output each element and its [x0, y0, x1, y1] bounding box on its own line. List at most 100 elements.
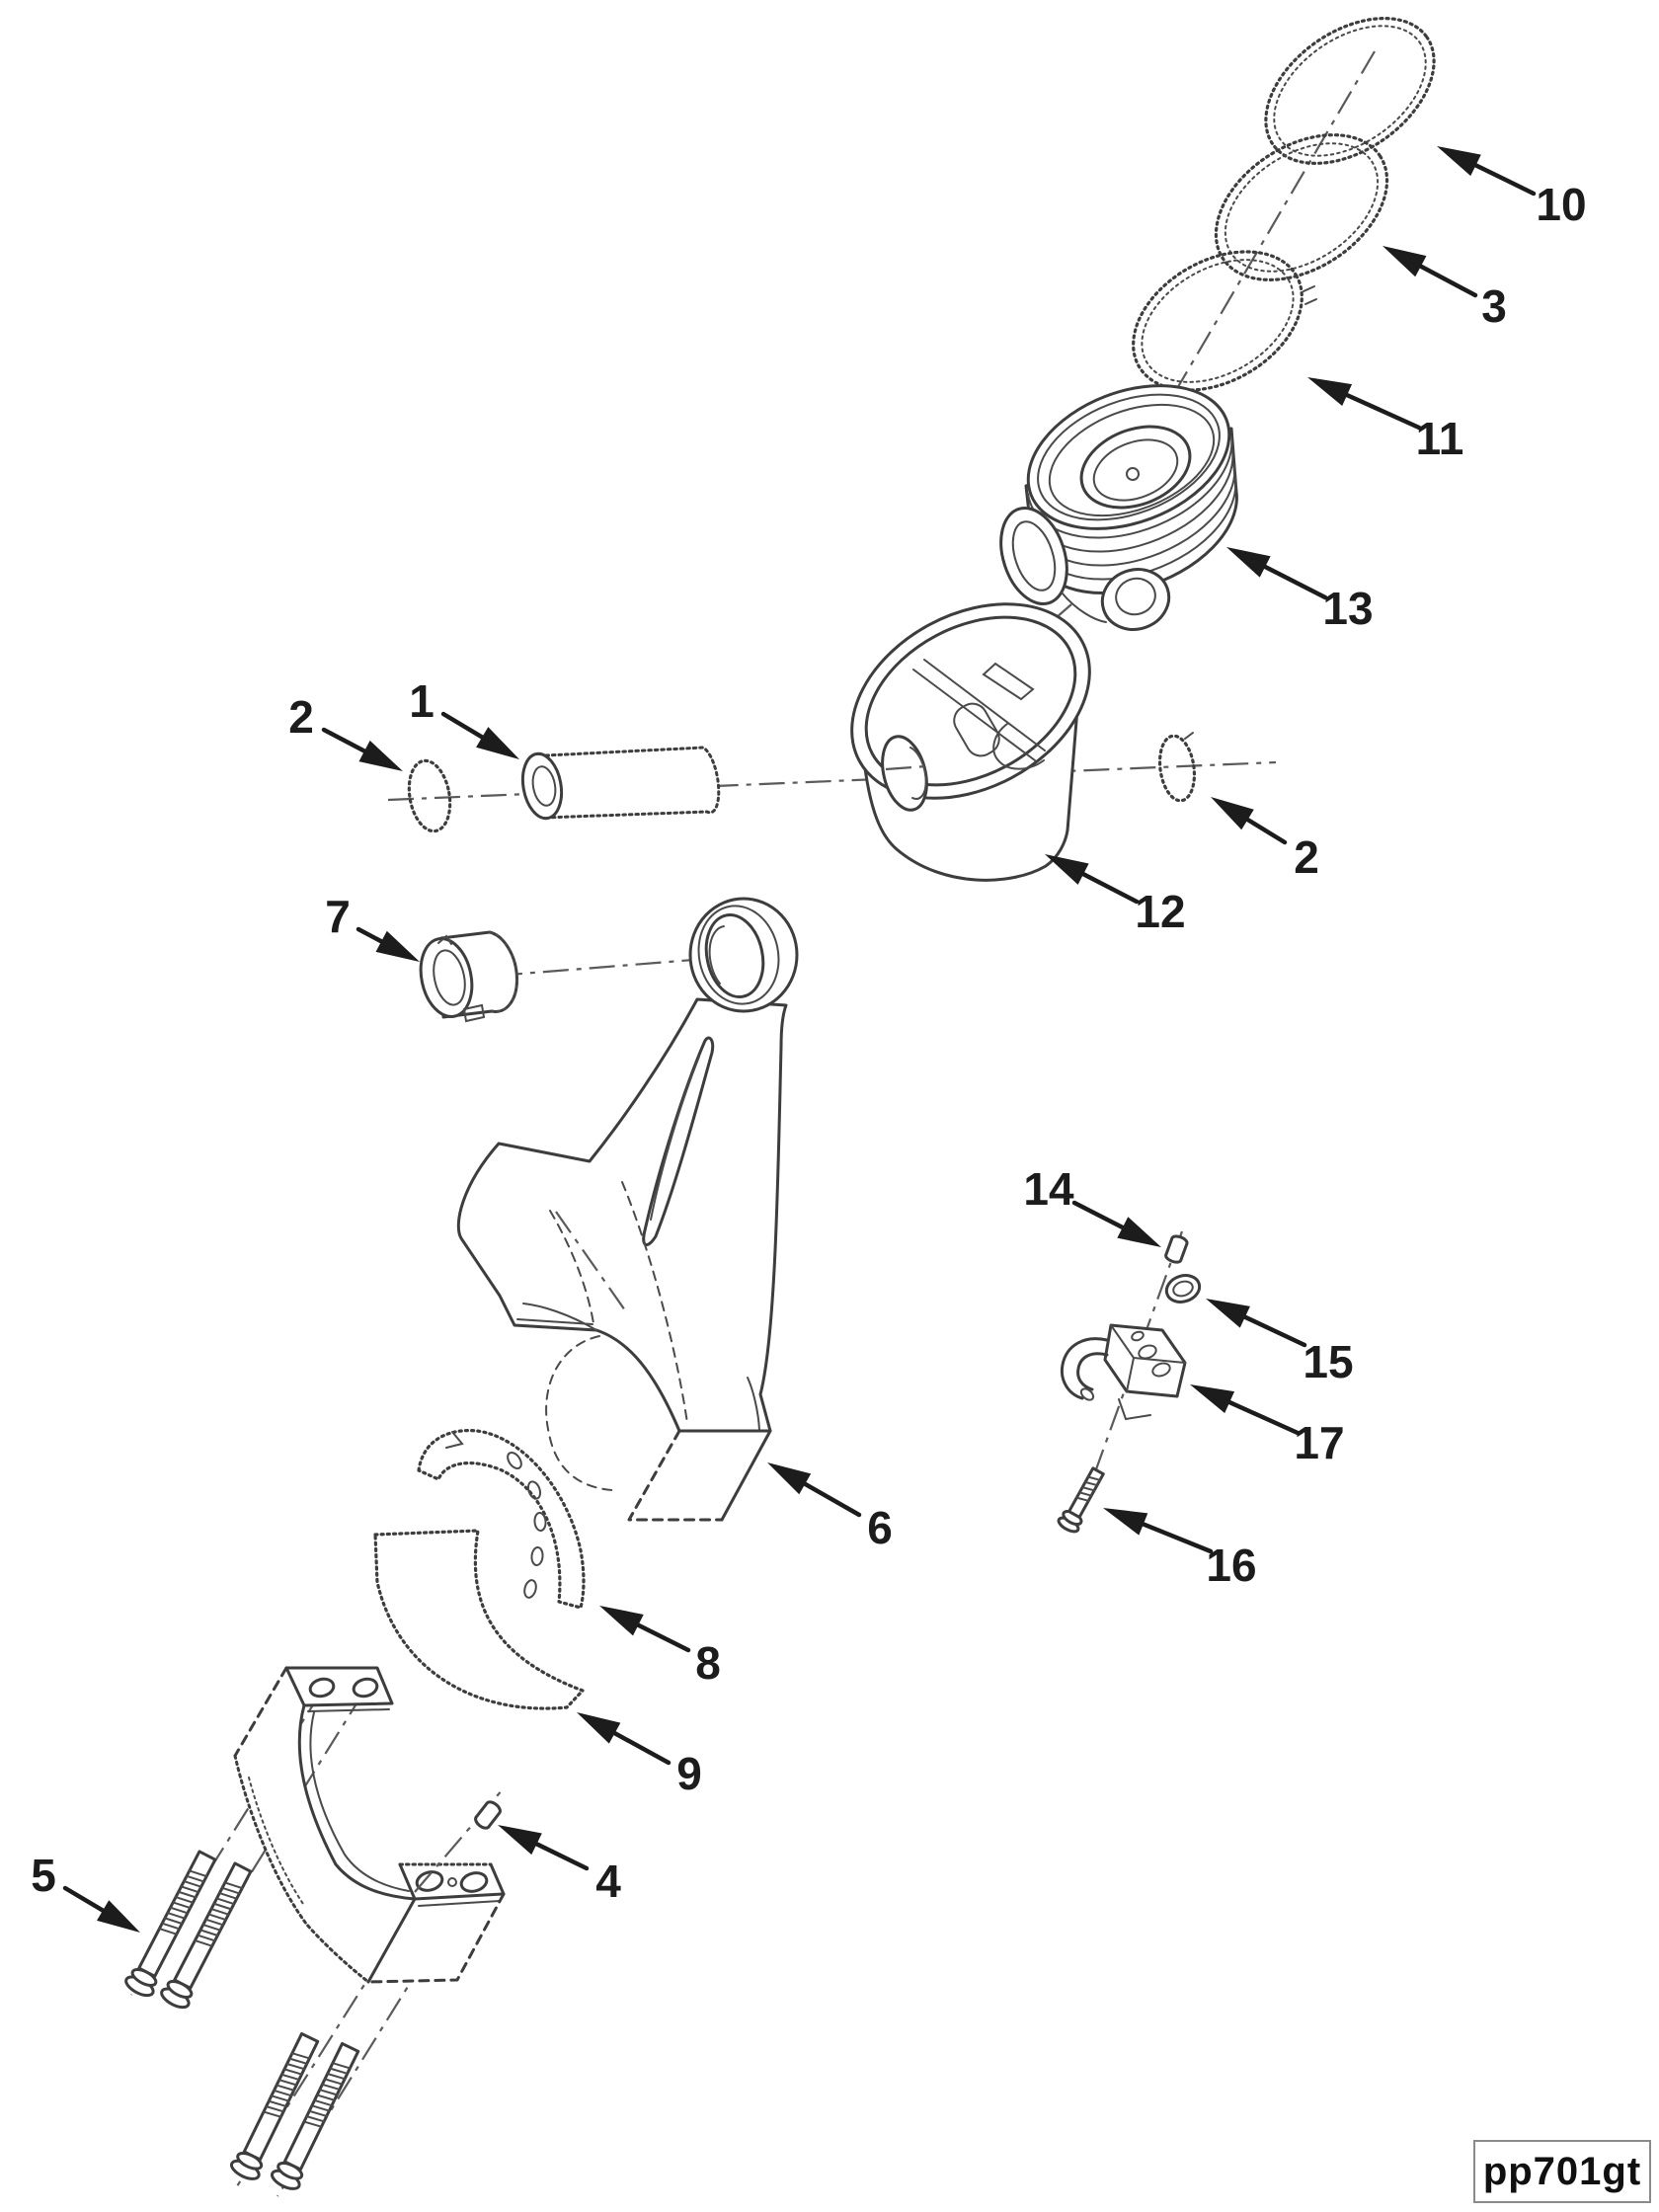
callout-4-leader [528, 1839, 590, 1871]
callout-10-leader [1467, 160, 1537, 197]
part-4-dowel-pin [474, 1800, 502, 1830]
part-8-bearing-shell-upper [417, 1429, 586, 1610]
callout-14-leader [1071, 1200, 1131, 1232]
part-3-second-ring-seg [1224, 142, 1380, 273]
part-16-nozzle-bolt-seg [1084, 1480, 1099, 1487]
bearing-cap-seg [233, 1666, 288, 1758]
callout-5-arrowhead [97, 1900, 140, 1933]
part-6-connecting-rod [456, 897, 799, 1522]
part-number-label-3: 3 [1481, 280, 1507, 332]
part-1-piston-pin [520, 746, 721, 821]
part-11-oil-ring-seg [1141, 259, 1295, 383]
part-number-label-7: 7 [325, 891, 351, 942]
part-number-label-8: 8 [695, 1637, 721, 1689]
part-number-label-17: 17 [1294, 1417, 1344, 1468]
cap-right-boss-seg [366, 1862, 506, 1984]
callout-13-leader [1257, 562, 1328, 600]
part-10-top-ring [1264, 17, 1436, 165]
callout-12-arrowhead [1045, 854, 1089, 885]
rod-big-end-foot [545, 1335, 772, 1522]
callout-6: 6 [767, 1462, 893, 1553]
part-number-label-15: 15 [1303, 1336, 1353, 1387]
cap-right-boss [366, 1862, 506, 1984]
part-12-piston-skirt-seg [885, 764, 927, 771]
cap-right-boss-seg [418, 1900, 501, 1907]
part-15-o-ring [1164, 1274, 1202, 1304]
part-17-cooling-nozzle-seg [1118, 1398, 1151, 1421]
callout-12: 12 [1045, 854, 1186, 937]
part-10-top-ring-seg [1264, 17, 1436, 165]
part-8-bearing-shell-upper-seg [526, 1480, 542, 1500]
part-13-piston-crown-seg [1048, 403, 1216, 517]
rod-small-end-seg [704, 913, 765, 998]
part-3-second-ring [1214, 133, 1389, 281]
part-number-label-2a: 2 [288, 691, 314, 743]
cap-bolt-3 [227, 2029, 325, 2184]
callout-14-arrowhead [1117, 1217, 1161, 1247]
callout-13-arrowhead [1226, 547, 1271, 578]
part-2-snap-ring-left-seg [407, 758, 452, 833]
big-end-bore-hidden [545, 1335, 613, 1491]
callout-2a-arrowhead [358, 740, 403, 771]
part-number-label-12: 12 [1135, 886, 1185, 937]
part-11-oil-ring [1132, 250, 1317, 392]
part-11-oil-ring-seg [1304, 298, 1317, 305]
callout-2b: 2 [1211, 797, 1319, 883]
callout-1-leader [440, 711, 490, 743]
bolt2-centerline [167, 1692, 364, 2008]
skirt-interior-seg [953, 702, 1000, 757]
part-6-connecting-rod-seg [456, 997, 788, 1433]
part-17-cooling-nozzle-seg [1131, 1330, 1145, 1342]
callout-17-leader [1222, 1397, 1301, 1436]
rod-small-end [688, 897, 799, 1013]
callout-2a: 2 [288, 691, 403, 771]
cap-bolt-4 [268, 2039, 365, 2194]
callout-14: 14 [1023, 1163, 1161, 1247]
nozzle-tube-inner [1076, 1352, 1109, 1391]
part-number-label-11: 11 [1416, 413, 1464, 464]
crown-pin-bosses-seg [999, 506, 1068, 606]
callout-5-leader [62, 1885, 111, 1916]
part-7-bushing-seg [462, 1003, 486, 1023]
rod-small-end-seg [697, 905, 780, 1005]
callout-2a-leader [321, 727, 372, 756]
part-6-connecting-rod-seg [555, 1211, 626, 1311]
part-number-label-2b: 2 [1294, 831, 1319, 883]
cap-right-boss-seg [459, 1871, 489, 1893]
nozzle-tube-outer [1060, 1337, 1109, 1400]
rod-big-end-foot-seg [627, 1429, 724, 1522]
skirt-interior-seg [992, 723, 1045, 770]
part-6-connecting-rod-seg [549, 1210, 594, 1324]
part-9-bearing-shell-lower-seg [373, 1529, 585, 1710]
callout-7: 7 [325, 891, 420, 962]
part-2-snap-ring-right-seg [1157, 734, 1197, 803]
part-8-bearing-shell-upper-seg [530, 1546, 544, 1566]
part-4-dowel-pin-seg [474, 1800, 502, 1829]
callout-17: 17 [1190, 1384, 1345, 1468]
callout-8-leader [630, 1620, 691, 1653]
bearing-cap-seg [308, 1677, 336, 1698]
callout-9-arrowhead [577, 1712, 621, 1744]
cap-right-boss-seg [447, 1877, 457, 1887]
piston-axis-centerline [1131, 50, 1376, 467]
part-17-cooling-nozzle-seg [1079, 1387, 1095, 1401]
part-15-o-ring-seg [1164, 1274, 1202, 1304]
callout-11-leader [1339, 390, 1422, 431]
part-number-label-4: 4 [595, 1856, 621, 1907]
part-2-snap-ring-right-seg [1184, 732, 1194, 740]
callout-15-leader [1237, 1311, 1307, 1348]
part-number-label-5: 5 [31, 1850, 56, 1901]
callout-16-leader [1135, 1519, 1214, 1554]
pin-axis-centerline [387, 760, 1277, 802]
callout-9-leader [607, 1728, 672, 1766]
callout-2b-arrowhead [1211, 797, 1254, 830]
part-1-piston-pin-seg [542, 746, 721, 820]
rod-shank-slot [642, 1036, 715, 1246]
part-8-bearing-shell-upper-seg [523, 1579, 537, 1599]
part-12-piston-skirt [850, 602, 1091, 882]
part-13-piston-crown-seg [1126, 467, 1140, 481]
bearing-cap-seg [307, 1708, 390, 1712]
part-15-o-ring-seg [1172, 1280, 1194, 1298]
